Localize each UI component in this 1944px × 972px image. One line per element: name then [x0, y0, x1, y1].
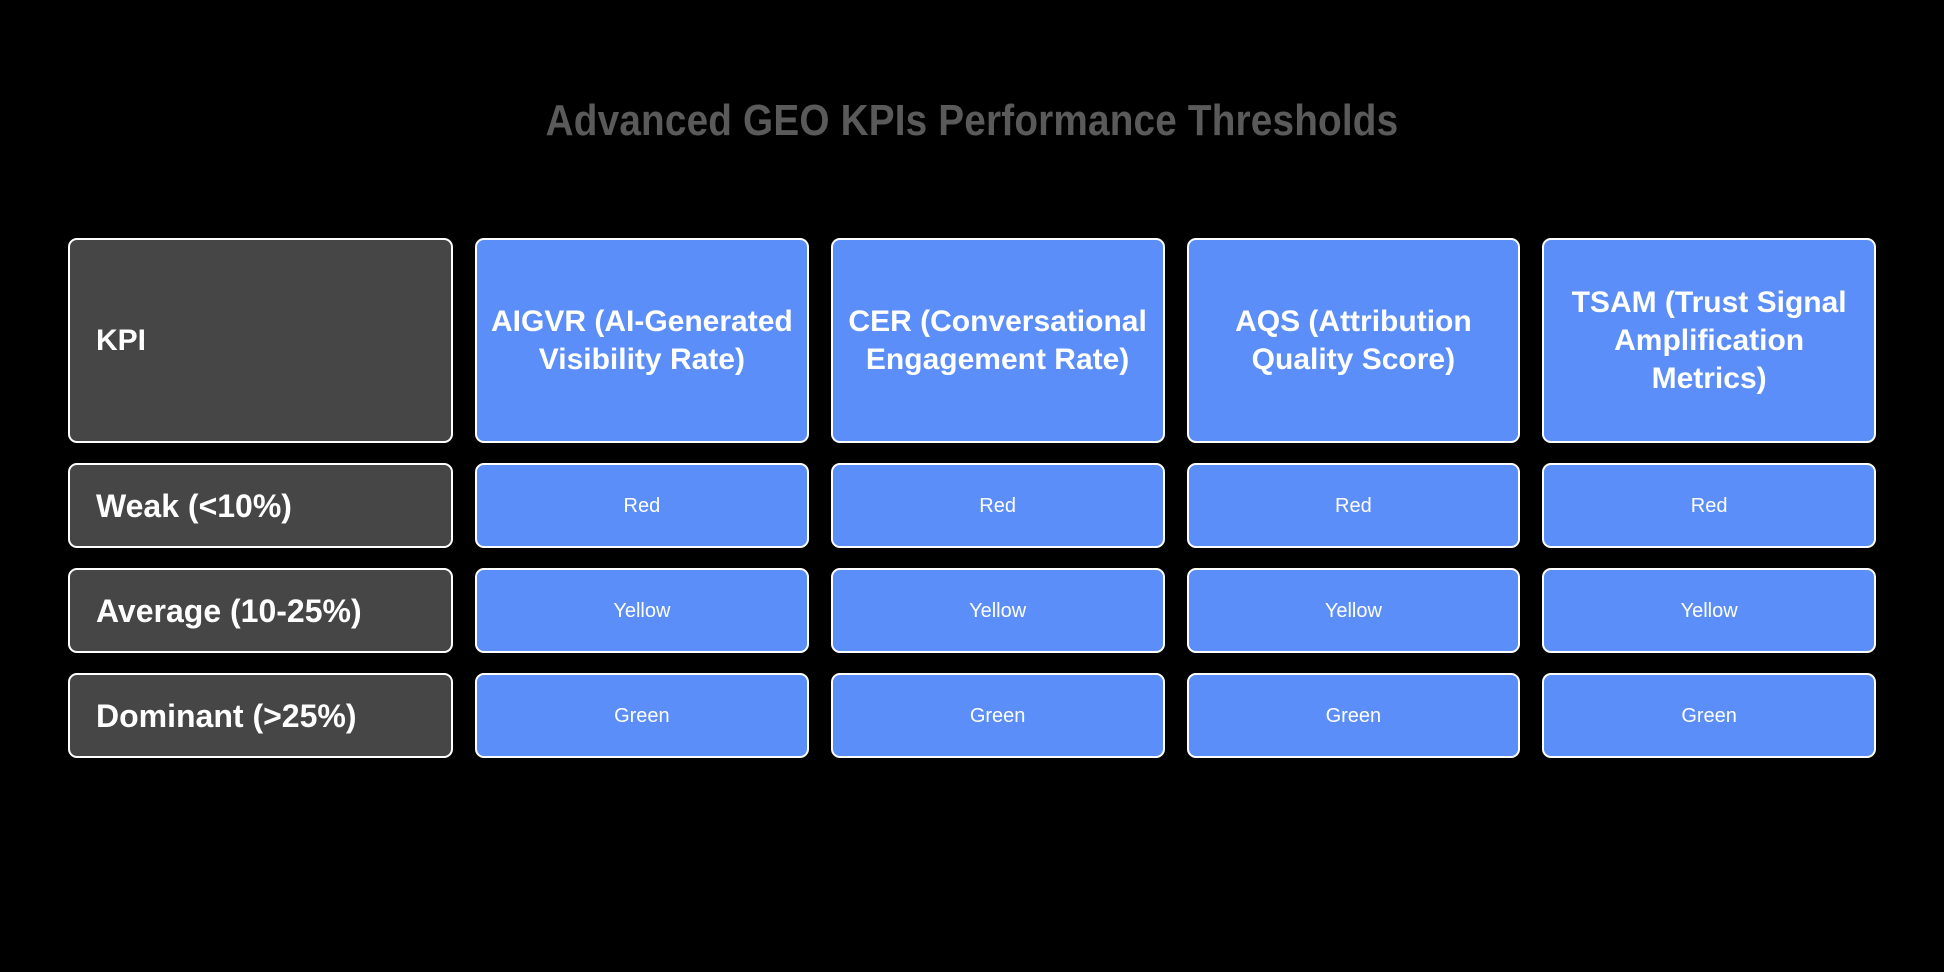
cell-weak-cer: Red [830, 463, 1165, 548]
cell-value: Yellow [1324, 599, 1382, 622]
cell-value: Red [1690, 494, 1728, 517]
cell-value: Green [614, 704, 670, 727]
header-cell-kpi: KPI [68, 238, 453, 443]
cell-value: Green [1681, 704, 1737, 727]
cell-value: Red [1335, 494, 1372, 517]
header-tsam-label: TSAM (Trust Signal Amplification Metrics… [1571, 285, 1847, 395]
kpi-threshold-table: KPI AIGVR (AI-Generated Visibility Rate)… [68, 238, 1876, 758]
cell-value: Yellow [613, 599, 671, 622]
cell-value: Red [979, 494, 1016, 517]
cell-dominant-tsam: Green [1542, 673, 1876, 758]
page-title: Advanced GEO KPIs Performance Thresholds [545, 96, 1399, 145]
table-row: Weak (<10%) Red Red Red Red [68, 463, 1876, 548]
header-cell-aqs: AQS (Attribution Quality Score) [1186, 238, 1521, 443]
cell-dominant-aqs: Green [1186, 673, 1521, 758]
header-aqs-label: AQS (Attribution Quality Score) [1235, 304, 1472, 376]
cell-weak-aqs: Red [1186, 463, 1521, 548]
row-label-text: Dominant (>25%) [96, 697, 357, 734]
header-cell-cer: CER (Conversational Engagement Rate) [830, 238, 1165, 443]
header-cell-aigvr: AIGVR (AI-Generated Visibility Rate) [475, 238, 809, 443]
cell-average-cer: Yellow [830, 568, 1165, 653]
cell-average-tsam: Yellow [1542, 568, 1876, 653]
cell-value: Yellow [969, 599, 1027, 622]
table-row: Dominant (>25%) Green Green Green Green [68, 673, 1876, 758]
cell-value: Yellow [1680, 599, 1738, 622]
cell-weak-aigvr: Red [475, 463, 809, 548]
row-label-text: Average (10-25%) [96, 592, 362, 629]
header-cell-tsam: TSAM (Trust Signal Amplification Metrics… [1542, 238, 1876, 443]
cell-value: Green [1325, 704, 1382, 727]
cell-dominant-aigvr: Green [475, 673, 809, 758]
row-label-average: Average (10-25%) [68, 568, 453, 653]
row-label-weak: Weak (<10%) [68, 463, 453, 548]
cell-average-aqs: Yellow [1186, 568, 1521, 653]
cell-value: Green [969, 704, 1026, 727]
cell-value: Red [623, 494, 661, 517]
table-header-row: KPI AIGVR (AI-Generated Visibility Rate)… [68, 238, 1876, 443]
cell-dominant-cer: Green [830, 673, 1165, 758]
row-label-dominant: Dominant (>25%) [68, 673, 453, 758]
header-aigvr-label: AIGVR (AI-Generated Visibility Rate) [491, 304, 793, 376]
table-row: Average (10-25%) Yellow Yellow Yellow Ye… [68, 568, 1876, 653]
row-label-text: Weak (<10%) [96, 487, 292, 524]
cell-weak-tsam: Red [1542, 463, 1876, 548]
header-kpi-label: KPI [96, 323, 147, 357]
cell-average-aigvr: Yellow [475, 568, 809, 653]
header-cer-label: CER (Conversational Engagement Rate) [848, 304, 1147, 376]
